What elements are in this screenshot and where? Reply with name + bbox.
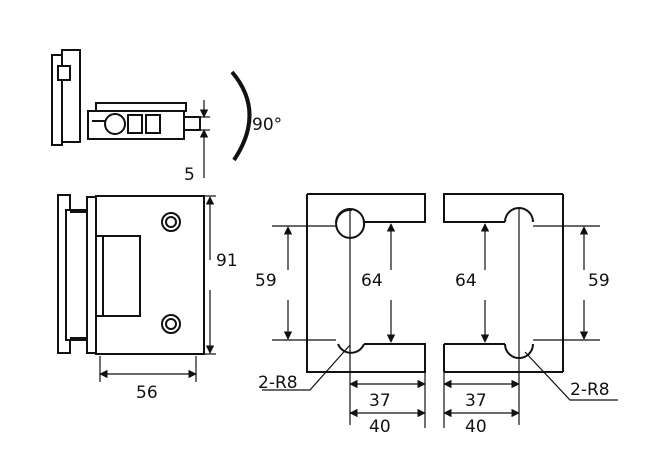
top-view: 5 90° (51, 49, 282, 185)
hole-spacing-label-right: 59 (588, 271, 610, 291)
angle-label: 90° (252, 115, 282, 135)
front-view: 91 56 (57, 194, 238, 403)
offset-label: 5 (184, 165, 195, 185)
hole-spacing-label: 59 (255, 271, 277, 291)
overall-height-label: 64 (361, 271, 383, 291)
outer-width-label-right: 40 (465, 417, 487, 437)
width-label: 56 (136, 383, 158, 403)
inner-width-label-right: 37 (465, 391, 487, 411)
outer-width-label: 40 (369, 417, 391, 437)
left-cutout-view: 59 64 2-R8 37 40 (255, 193, 426, 437)
radius-label: 2-R8 (258, 373, 298, 393)
right-cutout-view: 59 64 2-R8 37 40 (443, 193, 618, 437)
inner-width-label: 37 (369, 391, 391, 411)
overall-height-label-right: 64 (455, 271, 477, 291)
radius-label-right: 2-R8 (570, 380, 610, 400)
height-label: 91 (216, 251, 238, 271)
